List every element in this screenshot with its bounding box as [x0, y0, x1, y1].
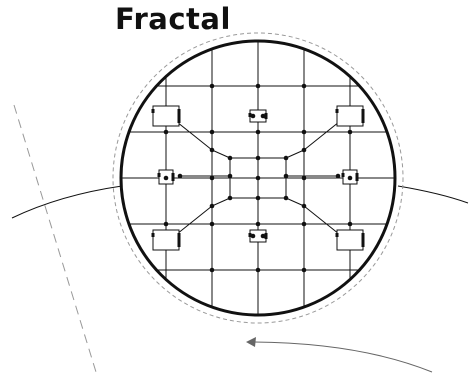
orbit-arc-right	[397, 185, 469, 204]
sphere-boundary	[119, 39, 397, 317]
junction-dot	[255, 195, 261, 201]
network-link	[285, 149, 305, 159]
junction-dot	[250, 233, 256, 239]
node-box	[336, 229, 364, 251]
node-bottom-right	[335, 229, 365, 251]
node-box	[336, 105, 364, 127]
junction-dot	[283, 155, 289, 161]
junction-dot	[209, 83, 215, 89]
diagram-title: Fractal	[115, 2, 231, 36]
junction-dot	[209, 175, 215, 181]
network-link	[211, 149, 231, 159]
junction-dot	[301, 267, 307, 273]
junction-dot	[209, 147, 215, 153]
junction-dot	[255, 175, 261, 181]
junction-dot	[209, 203, 215, 209]
node-box	[152, 229, 180, 251]
junction-dot	[347, 175, 353, 181]
junction-dot	[335, 173, 341, 179]
junction-dot	[301, 147, 307, 153]
network-link	[211, 197, 231, 207]
junction-dot	[209, 129, 215, 135]
junction-dot	[260, 113, 266, 119]
junction-dot	[301, 129, 307, 135]
junction-dot	[163, 221, 169, 227]
junction-dot	[301, 175, 307, 181]
fractal-network	[151, 83, 365, 273]
junction-dot	[227, 195, 233, 201]
node-bottom-left	[151, 229, 181, 251]
junction-dot	[301, 221, 307, 227]
direction-arrow-line	[253, 341, 433, 373]
junction-dot	[347, 129, 353, 135]
node-top-right	[335, 105, 365, 127]
junction-dot	[347, 221, 353, 227]
node-top-left	[151, 105, 181, 127]
junction-dot	[255, 155, 261, 161]
junction-dot	[177, 173, 183, 179]
dashed-guide-line	[13, 104, 97, 373]
junction-dot	[209, 267, 215, 273]
orbit-arc-left	[11, 185, 123, 219]
junction-dot	[250, 113, 256, 119]
network-link	[285, 197, 305, 207]
junction-dot	[227, 155, 233, 161]
node-bottom-center	[248, 229, 268, 243]
junction-dot	[255, 83, 261, 89]
junction-dot	[301, 83, 307, 89]
junction-dot	[209, 221, 215, 227]
junction-dot	[301, 203, 307, 209]
outer-dashed-circle	[112, 32, 404, 324]
direction-arrow-head	[246, 337, 256, 347]
junction-dot	[283, 173, 289, 179]
junction-dot	[260, 233, 266, 239]
junction-dot	[163, 129, 169, 135]
junction-dot	[163, 175, 169, 181]
junction-dot	[255, 129, 261, 135]
node-box	[152, 105, 180, 127]
junction-dot	[255, 221, 261, 227]
node-top-center	[248, 109, 268, 123]
junction-dot	[283, 195, 289, 201]
junction-dot	[255, 267, 261, 273]
junction-dot	[227, 173, 233, 179]
